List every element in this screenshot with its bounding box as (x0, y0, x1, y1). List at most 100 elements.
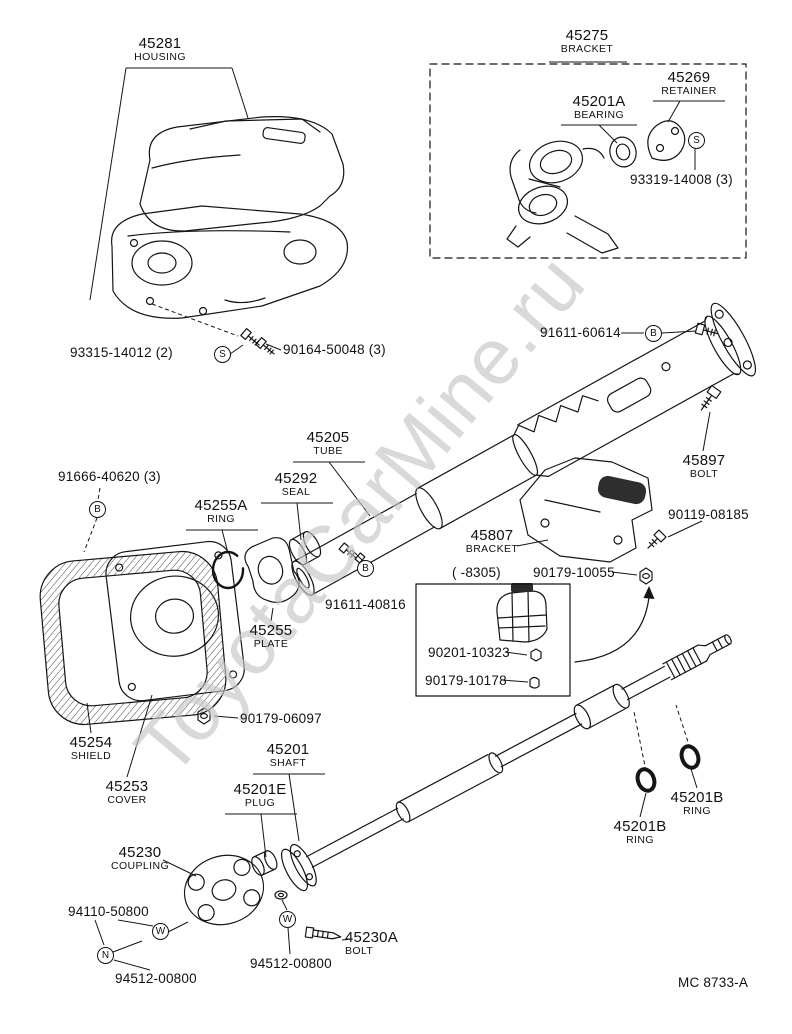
fastener-label-90119: 90119-08185 (668, 507, 749, 522)
coupling-drawing (183, 854, 265, 926)
part-label-upper-bracket: 45275 BRACKET (542, 27, 632, 56)
upper-bolt-icon (700, 384, 722, 411)
damper-drawing (496, 583, 548, 689)
shaft-ring-drawing (679, 744, 701, 770)
fastener-label-93315: 93315-14012 (2) (70, 345, 173, 360)
part-number: 45230A (345, 929, 398, 946)
part-number: 45897 (682, 452, 726, 469)
part-name: PLATE (253, 638, 289, 651)
part-name: BOLT (689, 468, 719, 481)
part-label-seal: 45292 SEAL (251, 470, 341, 499)
part-name: SEAL (281, 486, 311, 499)
part-number: 45292 (274, 470, 318, 487)
housing-drawing (110, 116, 349, 319)
inset-arrow-head (643, 586, 655, 599)
seal-drawing (288, 531, 322, 566)
part-label-tube: 45205 TUBE (283, 429, 373, 458)
part-name: TUBE (313, 445, 343, 458)
part-number: 45230 (118, 844, 162, 861)
fastener-label-90179-10178: 90179-10178 (425, 673, 507, 688)
part-name: BRACKET (560, 43, 614, 56)
shield-drawing (39, 550, 227, 726)
fastener-label-94512-b: 94512-00800 (115, 971, 197, 986)
bracket-bolt-icon (647, 529, 667, 549)
part-name: RING (626, 834, 654, 847)
part-label-cover: 45253 COVER (82, 778, 172, 807)
inset-box (415, 583, 571, 697)
tilt-bracket-drawing (506, 140, 619, 254)
column-tube-drawing (291, 302, 756, 596)
fastener-label-94110: 94110-50800 (68, 904, 149, 919)
marker-w-coupling-washer-1: W (152, 923, 169, 940)
cover-nut-icon (197, 707, 211, 725)
housing-screw-icon (240, 328, 260, 346)
marker-w-coupling-washer-2: W (279, 911, 296, 928)
part-name: RING (207, 513, 235, 526)
bearing-drawing (609, 136, 637, 168)
part-label-plate: 45255 PLATE (226, 622, 316, 651)
retainer-drawing (647, 120, 686, 161)
part-number: 45205 (306, 429, 350, 446)
part-label-bolt-coupling: 45230A BOLT (345, 929, 435, 958)
part-number: 45253 (105, 778, 149, 795)
marker-s-housing-screw: S (214, 346, 231, 363)
part-number: 45201E (233, 781, 287, 798)
lower-bracket-drawing (519, 457, 653, 563)
part-label-bolt-upper: 45897 BOLT (659, 452, 749, 481)
fastener-label-90201: 90201-10323 (428, 645, 510, 660)
part-label-retainer: 45269 RETAINER (644, 69, 734, 98)
part-name: BOLT (345, 945, 374, 958)
inset-arrow (574, 596, 650, 663)
column-bolt-icon (694, 322, 718, 337)
part-number: 45275 (565, 27, 609, 44)
part-number: 45254 (69, 734, 113, 751)
part-name: RING (683, 805, 711, 818)
marker-b-shield-screw: B (89, 501, 106, 518)
fastener-label-94512-a: 94512-00800 (250, 956, 332, 971)
marker-n-coupling-nut: N (97, 947, 114, 964)
fastener-label-91611-40816: 91611-40816 (325, 597, 406, 612)
part-number: 45807 (470, 527, 514, 544)
fastener-label-91666: 91666-40620 (3) (58, 469, 161, 484)
coupling-bolt-icon (304, 926, 342, 940)
part-label-lower-bracket: 45807 BRACKET (447, 527, 537, 556)
part-label-bearing: 45201A BEARING (554, 93, 644, 122)
part-number: 45255A (194, 497, 248, 514)
part-name: BRACKET (465, 543, 519, 556)
snap-ring-drawing (211, 550, 245, 590)
marker-b-plate-bolt: B (357, 560, 374, 577)
shaft-ring-drawing (635, 767, 657, 793)
part-number: 45269 (667, 69, 711, 86)
part-name: PLUG (244, 797, 276, 810)
part-number: 45201A (572, 93, 626, 110)
part-name: HOUSING (134, 51, 186, 64)
fastener-label-90164: 90164-50048 (3) (283, 342, 386, 357)
part-label-ring-b-left: 45201B RING (595, 818, 685, 847)
fastener-label-91611-60614: 91611-60614 (540, 325, 621, 340)
part-label-housing: 45281 HOUSING (115, 35, 205, 64)
part-name: SHAFT (269, 757, 307, 770)
plate-screw-icon (338, 542, 357, 559)
bracket-nut-icon (639, 567, 653, 585)
fastener-label-93319: 93319-14008 (3) (630, 172, 733, 187)
part-name: SHIELD (70, 750, 112, 763)
part-label-coupling: 45230 COUPLING (95, 844, 185, 873)
detail-box (429, 63, 747, 259)
part-number: 45201B (613, 818, 667, 835)
part-name: BEARING (573, 109, 625, 122)
fastener-label-90179-10055: 90179-10055 (533, 565, 615, 580)
housing-screw-icon (255, 337, 275, 355)
plate-drawing (244, 537, 300, 603)
note-range: ( -8305) (452, 565, 501, 580)
part-name: COVER (107, 794, 147, 807)
doc-code: MC 8733-A (678, 975, 749, 990)
fastener-label-90179-06097: 90179-06097 (240, 711, 322, 726)
marker-s-retainer-screw: S (688, 132, 705, 149)
part-number: 45255 (249, 622, 293, 639)
washer-icon (274, 890, 288, 900)
main-shaft-drawing (280, 634, 732, 892)
plug-drawing (251, 850, 278, 876)
part-label-ring-b-right: 45201B RING (652, 789, 742, 818)
part-name: COUPLING (110, 860, 170, 873)
